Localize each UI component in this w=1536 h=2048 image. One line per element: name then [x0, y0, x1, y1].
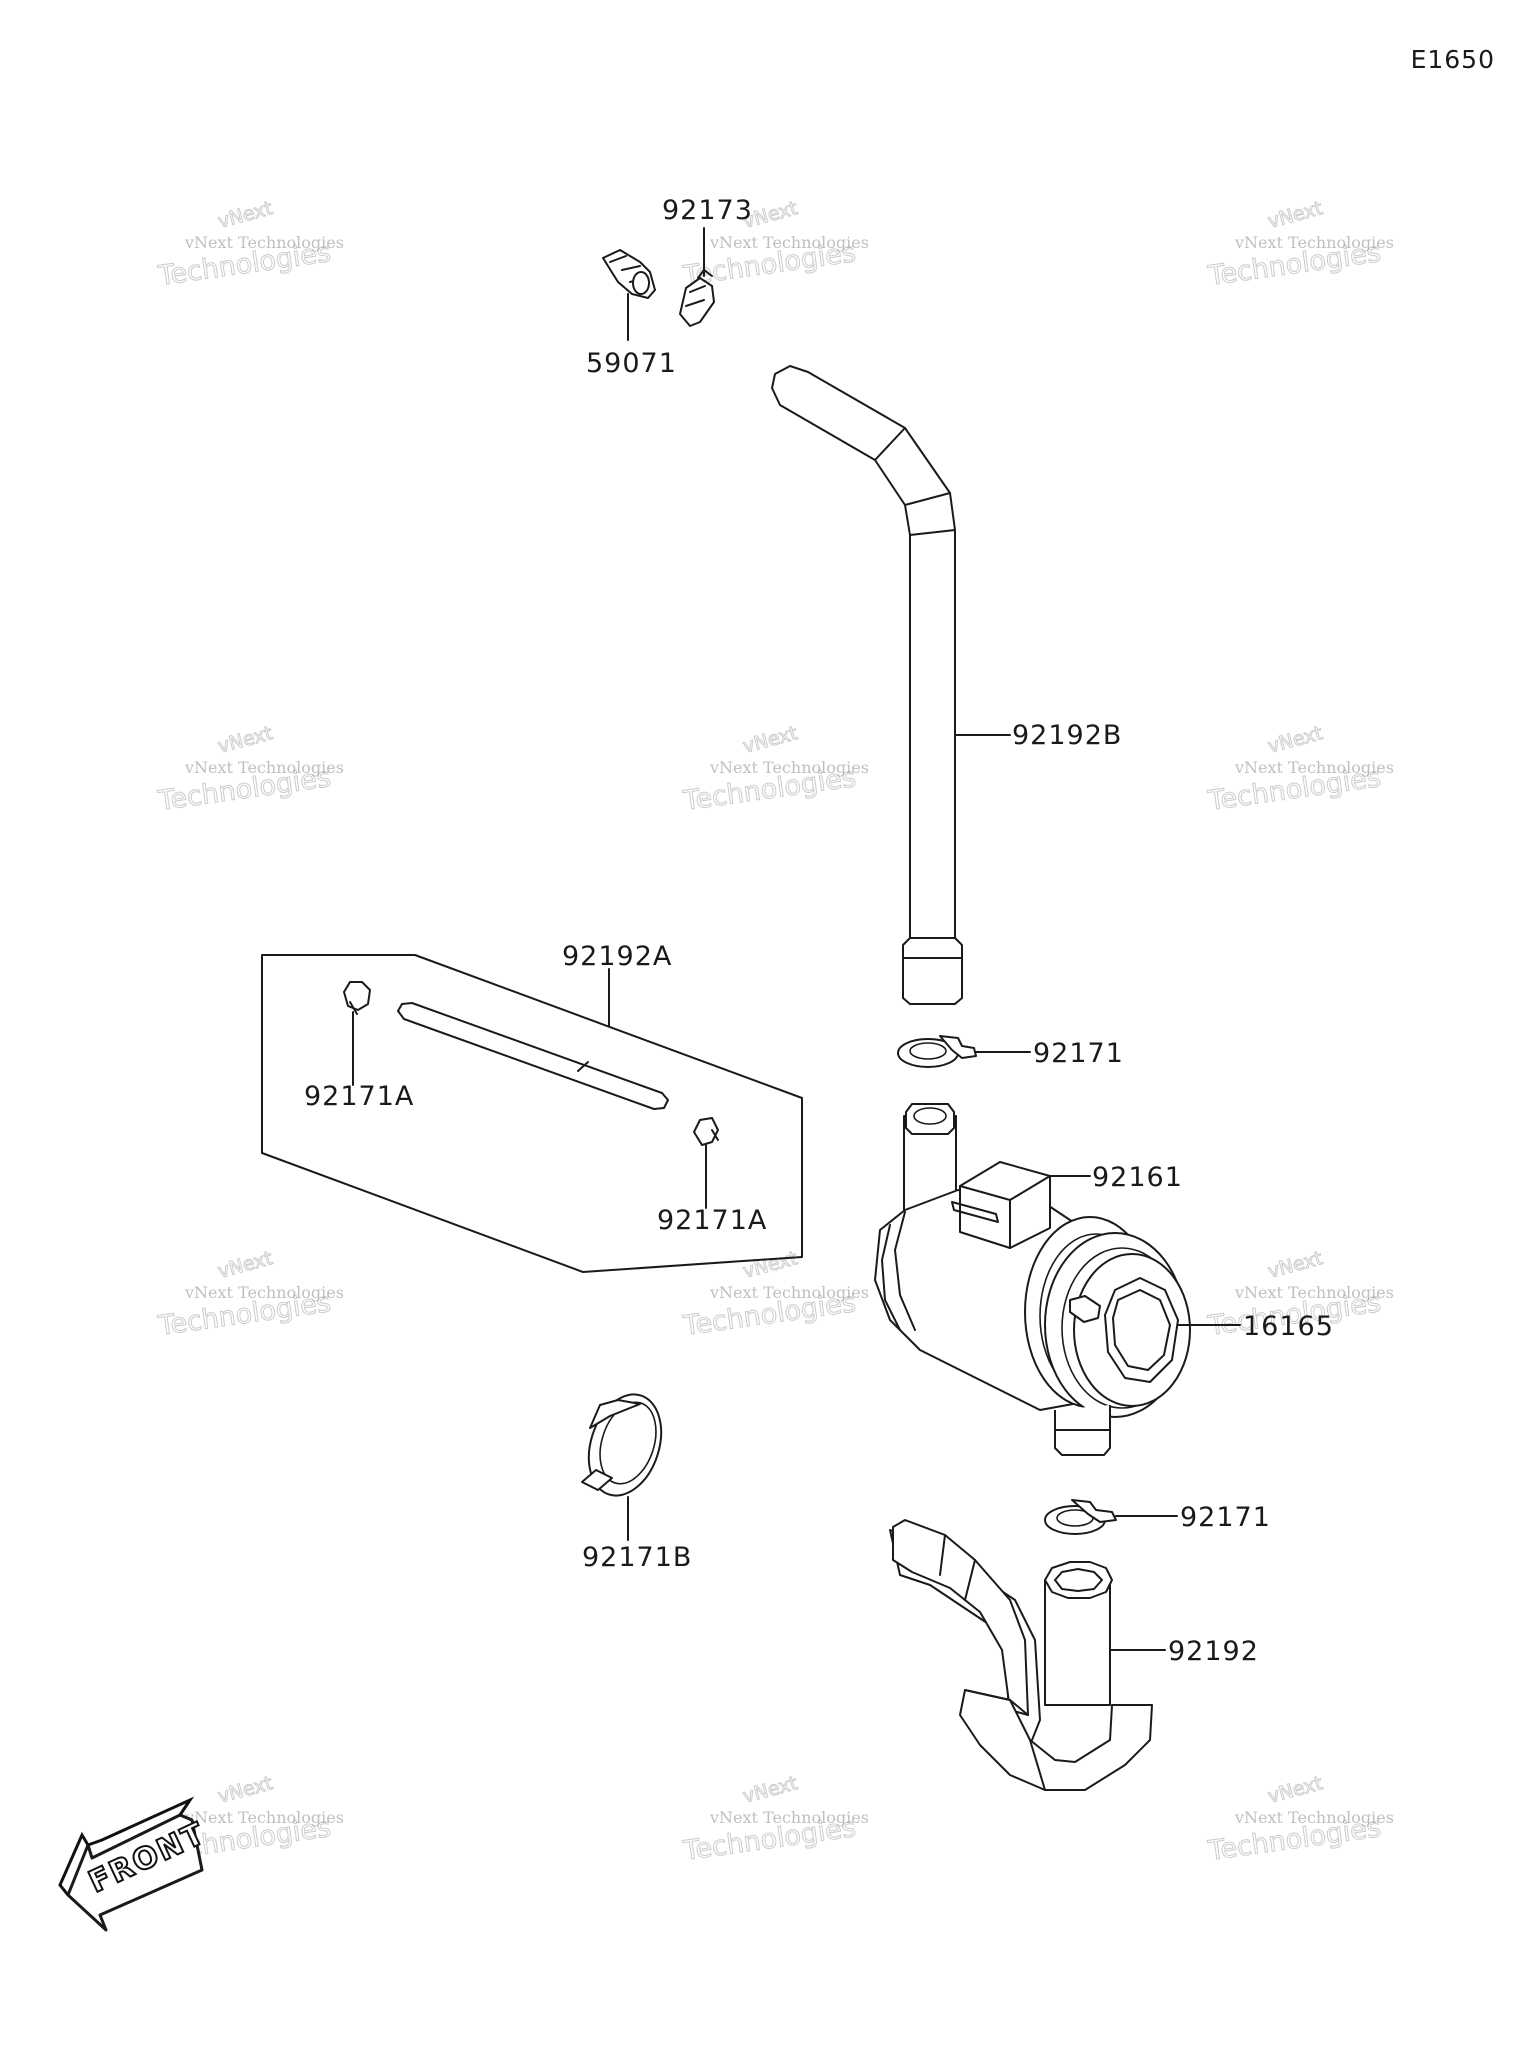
- watermark-text: vNext: [216, 722, 275, 758]
- part-label-92171B[interactable]: 92171B: [582, 1542, 692, 1573]
- watermark: vNext vNext Technologies Technologies: [155, 722, 344, 818]
- watermark: vNext vNext Technologies Technologies: [1205, 1772, 1394, 1868]
- watermark-text: vNext Technologies: [184, 758, 344, 777]
- watermark-text: vNext Technologies: [1234, 758, 1394, 777]
- part-label-92192[interactable]: 92192: [1168, 1636, 1259, 1667]
- watermark: vNext vNext Technologies Technologies: [155, 197, 344, 293]
- watermark: vNext vNext Technologies Technologies: [680, 1247, 869, 1343]
- watermark-text: vNext: [1266, 722, 1325, 758]
- part-label-92192B[interactable]: 92192B: [1012, 720, 1122, 751]
- watermark-text: vNext Technologies: [709, 1808, 869, 1827]
- front-direction-marker: FRONT: [58, 1796, 212, 1932]
- watermark-text: vNext Technologies: [709, 1283, 869, 1302]
- part-label-92171A-right[interactable]: 92171A: [657, 1205, 767, 1236]
- watermark-text: vNext: [741, 1772, 800, 1808]
- watermark-text: vNext Technologies: [1234, 233, 1394, 252]
- watermark-text: vNext: [216, 1772, 275, 1808]
- part-label-59071[interactable]: 59071: [586, 348, 677, 379]
- watermark-text: vNext: [741, 722, 800, 758]
- part-label-92171A-left[interactable]: 92171A: [304, 1081, 414, 1112]
- watermarks: vNext vNext Technologies Technologies vN…: [155, 197, 1394, 1868]
- part-92192-hose[interactable]: [889, 1519, 1166, 1791]
- watermark-text: vNext: [1266, 197, 1325, 233]
- watermark-text: vNext Technologies: [184, 233, 344, 252]
- watermark-text: vNext Technologies: [1234, 1808, 1394, 1827]
- watermark-text: vNext Technologies: [709, 233, 869, 252]
- part-92171-lower-clamp[interactable]: [1044, 1499, 1178, 1535]
- part-92192B-hose[interactable]: [771, 365, 1011, 1005]
- part-92192A-kit[interactable]: [261, 954, 803, 1273]
- part-label-16165[interactable]: 16165: [1243, 1311, 1334, 1342]
- part-label-92171-upper[interactable]: 92171: [1033, 1038, 1124, 1069]
- watermark: vNext vNext Technologies Technologies: [680, 722, 869, 818]
- watermark-text: vNext: [216, 1247, 275, 1283]
- part-59071-clip[interactable]: [602, 249, 656, 341]
- watermark: vNext vNext Technologies Technologies: [155, 1247, 344, 1343]
- part-label-92161[interactable]: 92161: [1092, 1162, 1183, 1193]
- part-92171B-clamp[interactable]: [577, 1385, 674, 1541]
- watermark: vNext vNext Technologies Technologies: [680, 1772, 869, 1868]
- watermark-text: vNext: [741, 1247, 800, 1283]
- part-16165-fuel-filter[interactable]: [874, 1103, 1241, 1456]
- watermark: vNext vNext Technologies Technologies: [1205, 722, 1394, 818]
- watermark-text: vNext Technologies: [184, 1808, 344, 1827]
- part-label-92173[interactable]: 92173: [662, 195, 753, 226]
- part-92171-upper-clamp[interactable]: [897, 1035, 1031, 1068]
- watermark-text: vNext Technologies: [184, 1283, 344, 1302]
- diagram-code: E1650: [1411, 45, 1495, 74]
- watermark-text: vNext Technologies: [1234, 1283, 1394, 1302]
- watermark-text: vNext: [216, 197, 275, 233]
- watermark-text: vNext: [1266, 1247, 1325, 1283]
- watermark-text: vNext: [1266, 1772, 1325, 1808]
- part-label-92171-lower[interactable]: 92171: [1180, 1502, 1271, 1533]
- watermark: vNext vNext Technologies Technologies: [1205, 197, 1394, 293]
- part-label-92192A[interactable]: 92192A: [562, 941, 672, 972]
- part-92173-clamp[interactable]: [679, 227, 715, 327]
- watermark-text: vNext Technologies: [709, 758, 869, 777]
